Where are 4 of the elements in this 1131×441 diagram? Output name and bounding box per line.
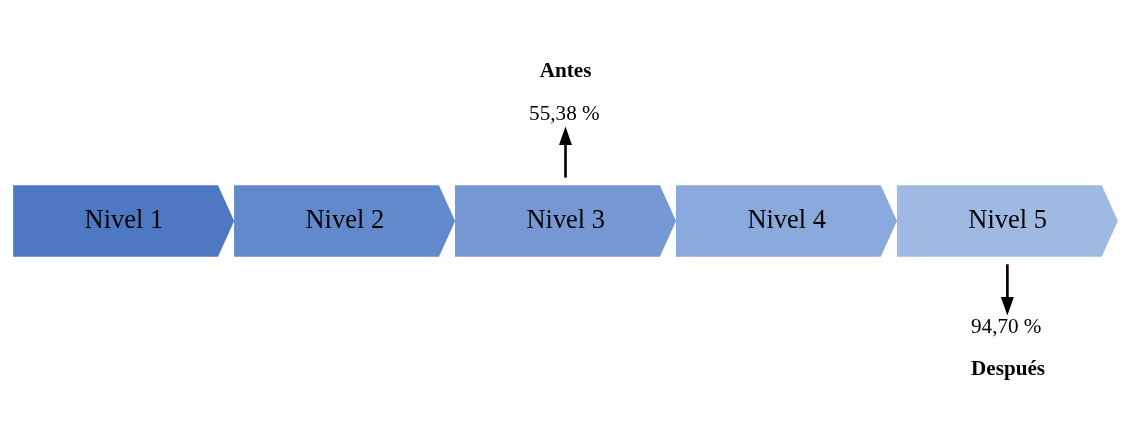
node-text: 94,70 % Después bbox=[970, 313, 1046, 380]
node-text: Antes 55,38 % bbox=[529, 57, 600, 125]
arrow bbox=[559, 125, 572, 178]
arrow bbox=[1000, 263, 1014, 316]
